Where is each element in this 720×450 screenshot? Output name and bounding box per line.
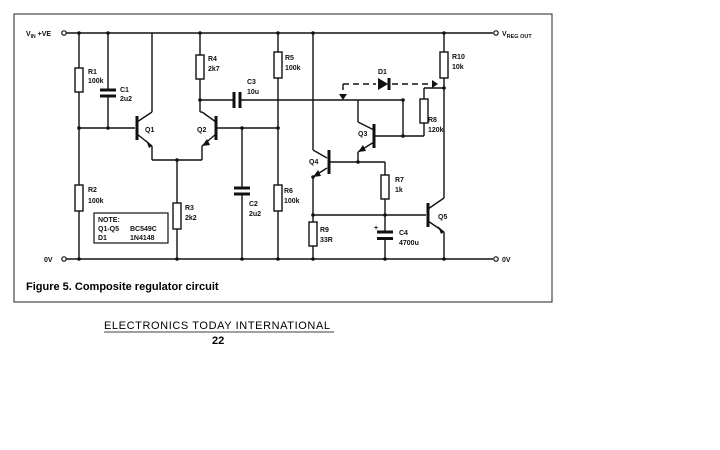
svg-text:R6: R6	[284, 188, 293, 195]
svg-text:+: +	[374, 225, 378, 232]
svg-text:C2: C2	[249, 201, 258, 208]
svg-text:120k: 120k	[428, 127, 444, 134]
figure-frame	[13, 13, 553, 303]
note-box: NOTE: Q1-Q5 BC549C D1 1N4148	[93, 212, 169, 244]
svg-text:R8: R8	[428, 117, 437, 124]
transistor-q1: Q1	[135, 33, 154, 148]
svg-text:R2: R2	[88, 187, 97, 194]
svg-text:Q5: Q5	[438, 214, 447, 221]
svg-text:C4: C4	[399, 230, 408, 237]
svg-text:10k: 10k	[452, 64, 464, 71]
svg-text:R9: R9	[320, 227, 329, 234]
q1-base-node	[77, 126, 135, 130]
ground-right-label: 0V	[502, 257, 511, 264]
svg-text:R7: R7	[395, 177, 404, 184]
figure-caption: Figure 5. Composite regulator circuit	[26, 281, 219, 293]
svg-text:2k2: 2k2	[185, 215, 197, 222]
svg-text:R3: R3	[185, 205, 194, 212]
svg-text:Q4: Q4	[309, 159, 318, 166]
svg-text:Q1: Q1	[145, 127, 154, 134]
svg-text:D1: D1	[378, 69, 387, 76]
page-number: 22	[212, 335, 224, 347]
svg-text:C1: C1	[120, 87, 129, 94]
long-tail-node	[151, 146, 203, 162]
svg-text:10u: 10u	[247, 89, 259, 96]
svg-text:Q3: Q3	[358, 131, 367, 138]
svg-text:2k7: 2k7	[208, 66, 220, 73]
resistor-r5: R5 100k	[273, 33, 301, 185]
note-type-1: BC549C	[130, 226, 157, 233]
svg-text:33R: 33R	[320, 237, 333, 244]
note-heading: NOTE:	[98, 217, 120, 224]
capacitor-c2: C2 2u2	[234, 128, 261, 259]
resistor-r1: R1 100k	[74, 33, 104, 185]
transistor-q4: Q4	[309, 33, 358, 215]
resistor-r9: R9 33R	[308, 213, 385, 259]
transistor-q2: Q2	[197, 111, 280, 147]
transistor-q5: Q5	[385, 88, 447, 259]
publication-name: ELECTRONICS TODAY INTERNATIONAL	[104, 320, 331, 332]
svg-text:2u2: 2u2	[120, 96, 132, 103]
resistor-r4: R4 2k7	[195, 33, 220, 112]
svg-text:4700u: 4700u	[399, 240, 419, 247]
ground-rail	[61, 256, 499, 262]
note-part-2: D1	[98, 235, 107, 242]
svg-text:R1: R1	[88, 69, 97, 76]
capacitor-c4: + C4 4700u	[374, 215, 419, 259]
svg-text:100k: 100k	[88, 198, 104, 205]
resistor-r7: R7 1k	[358, 161, 404, 217]
resistor-r8: R8 120k	[401, 87, 444, 138]
vreg-out-label: VREG OUT	[502, 31, 532, 40]
ground-left-label: 0V	[44, 257, 53, 264]
resistor-r10: R10 10k	[439, 33, 465, 90]
resistor-r6: R6 100k	[273, 184, 300, 259]
svg-text:1k: 1k	[395, 187, 403, 194]
svg-text:100k: 100k	[284, 198, 300, 205]
positive-rail	[61, 30, 499, 36]
capacitor-c3: C3 10u	[200, 79, 403, 108]
svg-text:R5: R5	[285, 55, 294, 62]
capacitor-c1: C1 2u2	[100, 33, 132, 128]
vin-label: VIN +VE	[26, 31, 51, 40]
svg-text:2u2: 2u2	[249, 211, 261, 218]
svg-text:R4: R4	[208, 56, 217, 63]
svg-text:C3: C3	[247, 79, 256, 86]
resistor-r2: R2 100k	[74, 184, 104, 259]
resistor-r3: R3 2k2	[172, 160, 197, 259]
svg-text:100k: 100k	[285, 65, 301, 72]
note-part-1: Q1-Q5	[98, 226, 119, 233]
svg-text:100k: 100k	[88, 78, 104, 85]
svg-text:Q2: Q2	[197, 127, 206, 134]
transistor-q3: Q3	[356, 98, 405, 164]
note-type-2: 1N4148	[130, 235, 155, 242]
svg-text:R10: R10	[452, 54, 465, 61]
diode-d1: D1	[339, 69, 438, 100]
